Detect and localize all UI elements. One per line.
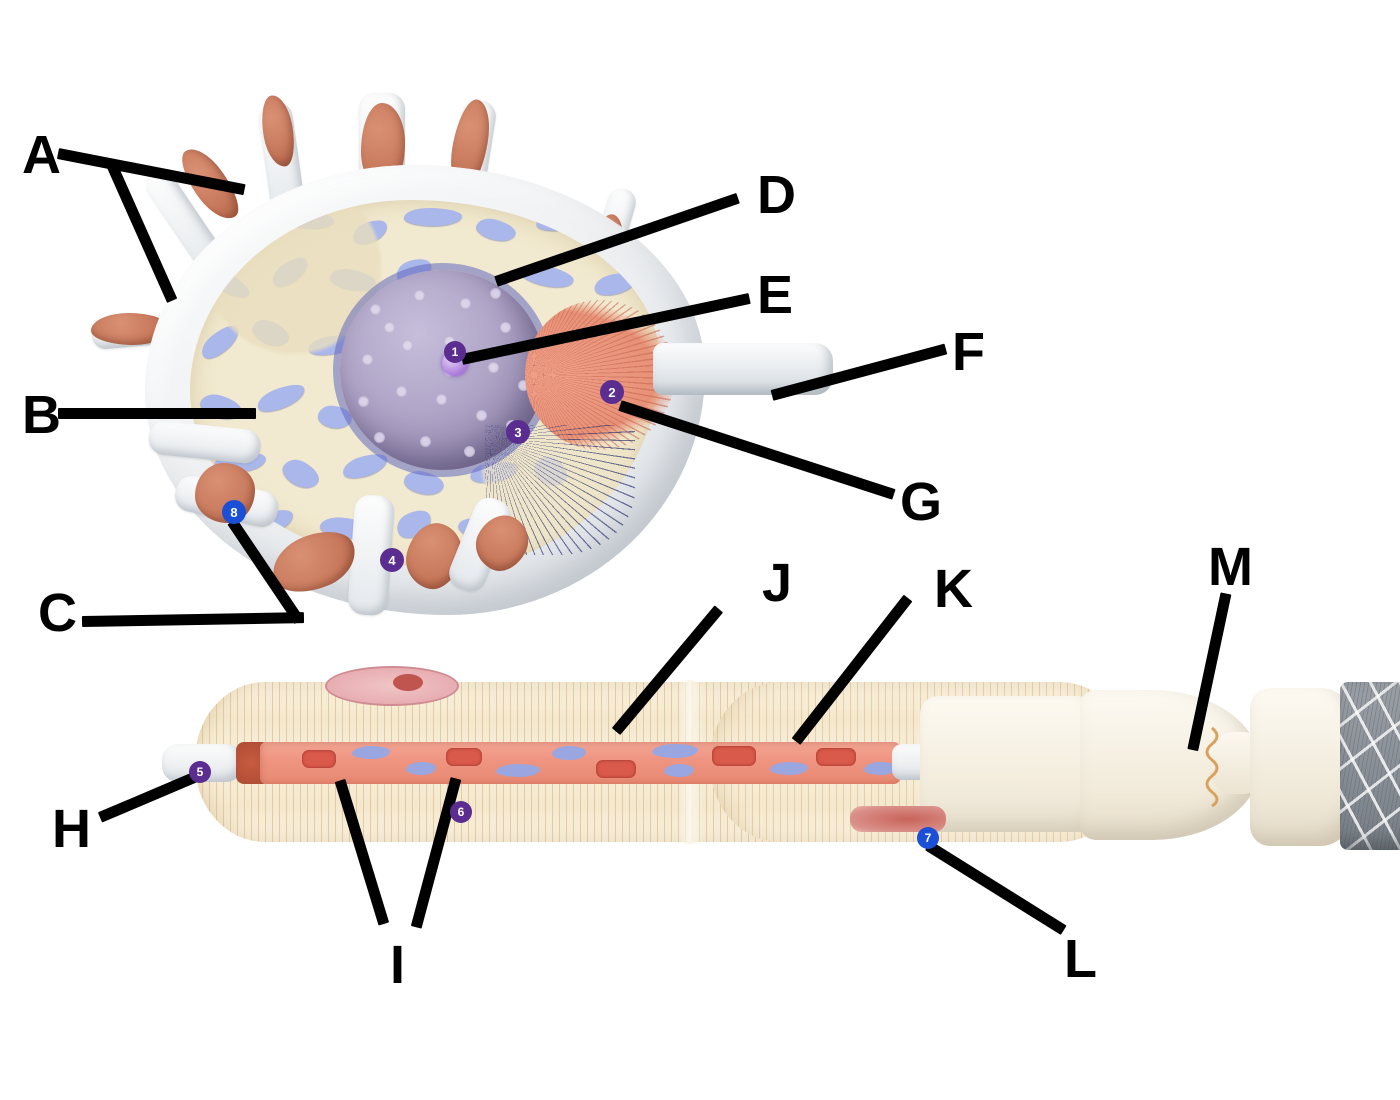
label-m: M: [1208, 537, 1253, 597]
marker-4: 4: [380, 548, 404, 572]
schwann-cell-nucleus: [325, 666, 459, 706]
mitochondrion: [302, 750, 336, 768]
nissl-body: [340, 449, 390, 483]
vesicle: [352, 746, 390, 759]
synaptic-cleft-squiggle: [1205, 726, 1219, 808]
nissl-body: [402, 468, 446, 498]
nissl-body: [254, 379, 308, 417]
label-a: A: [22, 125, 61, 185]
label-b: B: [22, 385, 61, 445]
label-h: H: [52, 799, 91, 859]
nissl-body: [267, 252, 313, 292]
nissl-body: [404, 208, 462, 226]
label-g: G: [900, 472, 943, 532]
nissl-body: [328, 266, 378, 294]
label-f: F: [952, 322, 985, 382]
nissl-body: [249, 315, 293, 351]
nissl-body: [196, 320, 244, 364]
nucleus: [340, 270, 545, 470]
vesicle: [552, 746, 586, 760]
marker-2: 2: [600, 380, 624, 404]
vesicle: [496, 764, 540, 777]
marker-1: 1: [444, 341, 466, 363]
marker-5: 5: [189, 761, 211, 783]
nissl-body: [349, 215, 391, 249]
label-i: I: [390, 935, 406, 995]
vesicle: [652, 744, 698, 758]
mitochondrion: [596, 760, 636, 778]
vesicle: [770, 762, 808, 775]
nissl-body: [281, 207, 335, 231]
schwann-nucleolus: [393, 674, 423, 691]
label-j: J: [762, 553, 793, 613]
nissl-body: [278, 454, 324, 494]
vesicle: [864, 762, 896, 775]
vesicle: [664, 764, 694, 777]
nissl-body: [592, 269, 638, 299]
myelinated-axon-illustration: [150, 660, 1400, 880]
mitochondrion: [816, 748, 856, 766]
label-l: L: [1064, 929, 1097, 989]
mitochondrion: [712, 746, 756, 766]
mitochondrion: [446, 748, 482, 766]
marker-8: 8: [222, 500, 246, 524]
nissl-body: [202, 263, 254, 303]
label-k: K: [934, 559, 973, 619]
marker-7: 7: [917, 827, 939, 849]
label-d: D: [757, 165, 796, 225]
marker-6: 6: [450, 801, 472, 823]
muscle-fiber: [1340, 682, 1400, 850]
vesicle: [406, 762, 436, 775]
leader-line-b: [58, 408, 256, 419]
nissl-body: [474, 215, 518, 245]
nissl-body: [216, 217, 264, 247]
label-c: C: [38, 583, 77, 643]
axon-terminal-segment: [920, 696, 1110, 832]
axoplasm: [260, 742, 900, 784]
marker-3: 3: [506, 420, 530, 444]
label-e: E: [757, 265, 794, 325]
nissl-body: [534, 206, 590, 234]
